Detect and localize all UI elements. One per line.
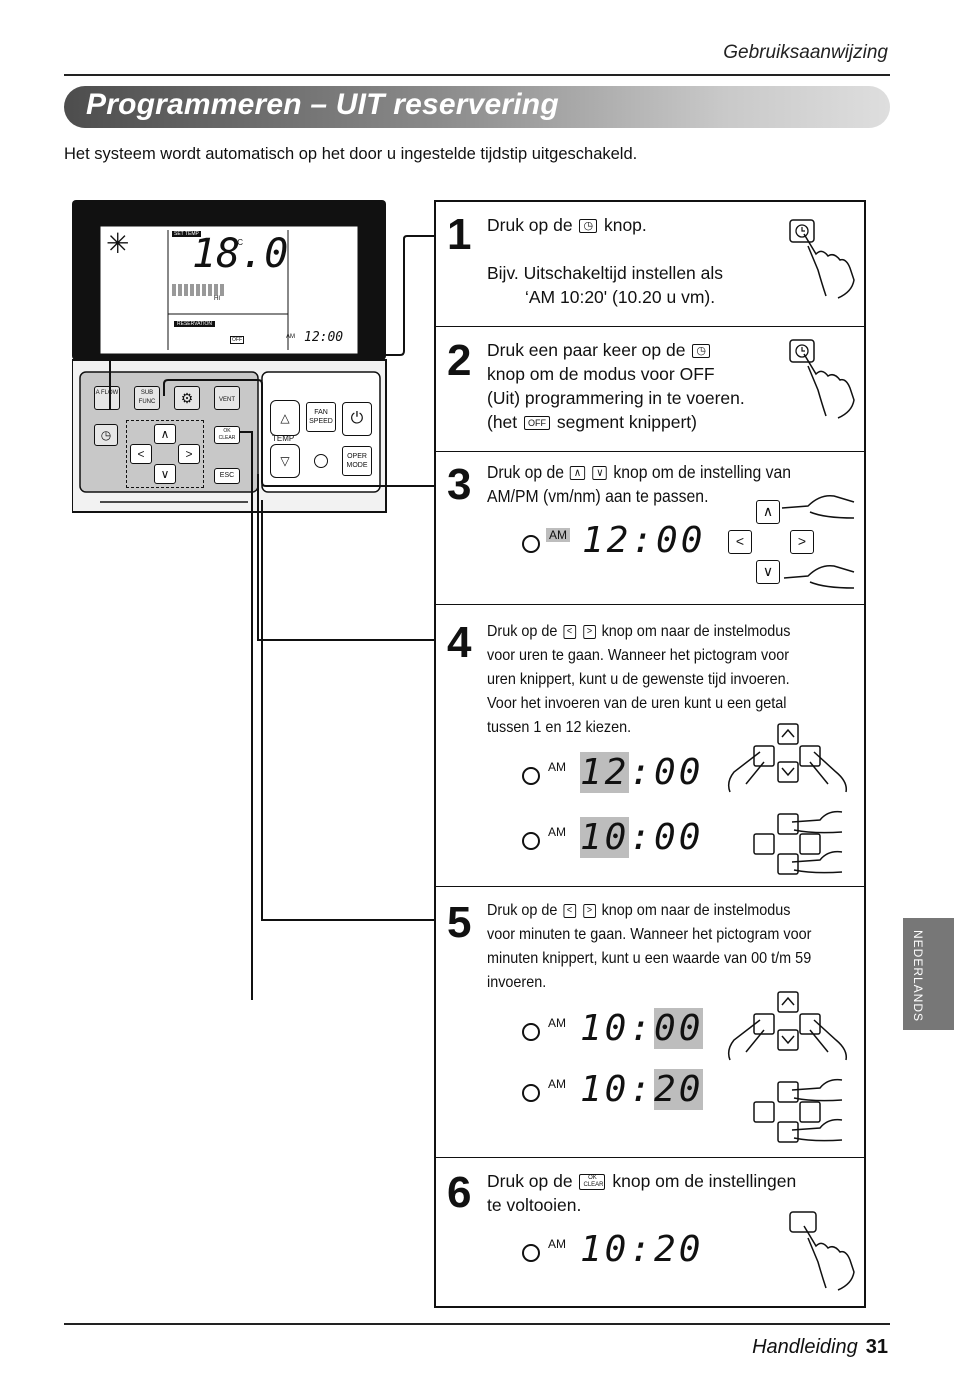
- temp-label: TEMP: [272, 434, 295, 443]
- time-display: 10:20: [580, 1069, 704, 1110]
- clock-icon: [522, 767, 540, 785]
- ok-clear-button[interactable]: OK CLEAR: [214, 426, 240, 444]
- step-4-text: Druk op de < > knop om naar de instelmod…: [487, 623, 791, 736]
- lcd-off-segment: OFF: [230, 336, 244, 344]
- lcd-fan-bar: [172, 284, 226, 296]
- subfunc-button[interactable]: SUB FUNC: [134, 386, 160, 410]
- footer-label: Handleiding: [752, 1336, 858, 1358]
- step-number: 2: [447, 336, 472, 385]
- round-button[interactable]: [314, 454, 328, 468]
- step-2-text: Druk een paar keer op de ◷ knop om de mo…: [487, 340, 745, 432]
- language-side-tab: NEDERLANDS: [903, 918, 954, 1030]
- steps-panel: [434, 200, 866, 1308]
- time-display: 10:20: [580, 1229, 704, 1270]
- clock-icon: [522, 535, 540, 553]
- header-label: Gebruiksaanwijzing: [723, 42, 888, 63]
- title-bar: [64, 86, 890, 128]
- lcd-time: 12:00: [304, 330, 344, 345]
- up-button[interactable]: ∧: [154, 424, 176, 444]
- step-1-text: Druk op de ◷ knop. Bijv. Uitschakeltijd …: [487, 215, 724, 307]
- step-separator: [434, 451, 866, 452]
- step-separator: [434, 604, 866, 605]
- am-indicator: AM: [546, 528, 570, 542]
- power-button[interactable]: ⏻: [342, 402, 372, 436]
- left-button[interactable]: <: [130, 444, 152, 464]
- am-indicator: AM: [548, 1016, 566, 1030]
- lcd-reservation-label: RESERVATION: [174, 321, 216, 327]
- lcd-unit: °C: [234, 238, 243, 247]
- hand-pressing-timer-icon: [788, 218, 858, 305]
- off-segment-icon: OFF: [524, 416, 551, 431]
- dpad-dashed-outline: [126, 420, 204, 488]
- time-display: 10:00: [580, 817, 704, 858]
- left-arrow-button: <: [728, 530, 752, 554]
- lcd-am: AM: [286, 334, 295, 340]
- page-number: 31: [865, 1336, 888, 1358]
- right-button[interactable]: >: [178, 444, 200, 464]
- lcd-temperature: 18.0: [192, 231, 289, 277]
- header-rule: [64, 74, 890, 76]
- ok-clear-icon: OK CLEAR: [579, 1174, 606, 1191]
- temp-up-button[interactable]: △: [270, 400, 300, 436]
- time-display: 12:00: [582, 520, 706, 561]
- airflow-button[interactable]: A FLOW: [94, 386, 120, 410]
- time-display: 10:00: [580, 1008, 704, 1049]
- snowflake-icon: ✳: [106, 228, 130, 259]
- settings-button[interactable]: ⚙: [174, 386, 200, 410]
- hand-icon: [780, 488, 860, 603]
- hand-pressing-ok-icon: [788, 1210, 858, 1297]
- hands-on-arrows-icon: [724, 990, 854, 1155]
- clock-icon: [522, 1023, 540, 1041]
- right-arrow-button: >: [790, 530, 814, 554]
- step-number: 5: [447, 898, 472, 947]
- step-3-text: Druk op de ∧ ∨ knop om de instelling van…: [487, 462, 792, 506]
- step-number: 1: [447, 210, 472, 259]
- lcd-fan-level: HI: [214, 296, 220, 302]
- page-title: Programmeren – UIT reservering: [86, 88, 559, 121]
- clock-icon: [522, 832, 540, 850]
- hand-pressing-timer-icon: [788, 338, 858, 425]
- intro-text: Het systeem wordt automatisch op het doo…: [64, 145, 638, 163]
- am-indicator: AM: [548, 1077, 566, 1091]
- time-display: 12:00: [580, 752, 704, 793]
- step-separator: [434, 1157, 866, 1158]
- step-separator: [434, 326, 866, 327]
- step-5-text: Druk op de < > knop om naar de instelmod…: [487, 902, 812, 991]
- esc-button[interactable]: ESC: [214, 468, 240, 484]
- footer: Handleiding 31: [752, 1336, 888, 1359]
- step-number: 3: [447, 460, 472, 509]
- fan-speed-button[interactable]: FAN SPEED: [306, 402, 336, 432]
- vent-button[interactable]: VENT: [214, 386, 240, 410]
- am-indicator: AM: [548, 825, 566, 839]
- down-arrow-button: ∨: [756, 560, 780, 584]
- clock-icon: [522, 1244, 540, 1262]
- am-indicator: AM: [548, 1237, 566, 1251]
- timer-icon: ◷: [579, 219, 598, 234]
- footer-rule: [64, 1323, 890, 1325]
- up-arrow-button: ∧: [756, 500, 780, 524]
- temp-down-button[interactable]: ▽: [270, 444, 300, 478]
- connector-lines: [109, 235, 434, 1000]
- oper-mode-button[interactable]: OPER MODE: [342, 446, 372, 476]
- lcd-set-temp-label: SET TEMP: [172, 231, 201, 237]
- step-number: 6: [447, 1168, 472, 1217]
- clock-icon: [522, 1084, 540, 1102]
- hands-on-arrows-icon: [724, 722, 854, 887]
- step-6-text: Druk op de OK CLEAR knop om de instellin…: [487, 1171, 797, 1215]
- timer-icon: ◷: [692, 344, 710, 359]
- timer-button[interactable]: ◷: [94, 424, 118, 446]
- remote-controller: ✳ SET TEMP 18.0 °C HI RESERVATION OFF AM…: [72, 200, 388, 516]
- step-separator: [434, 886, 866, 887]
- down-button[interactable]: ∨: [154, 464, 176, 484]
- step-number: 4: [447, 618, 472, 667]
- am-indicator: AM: [548, 760, 566, 774]
